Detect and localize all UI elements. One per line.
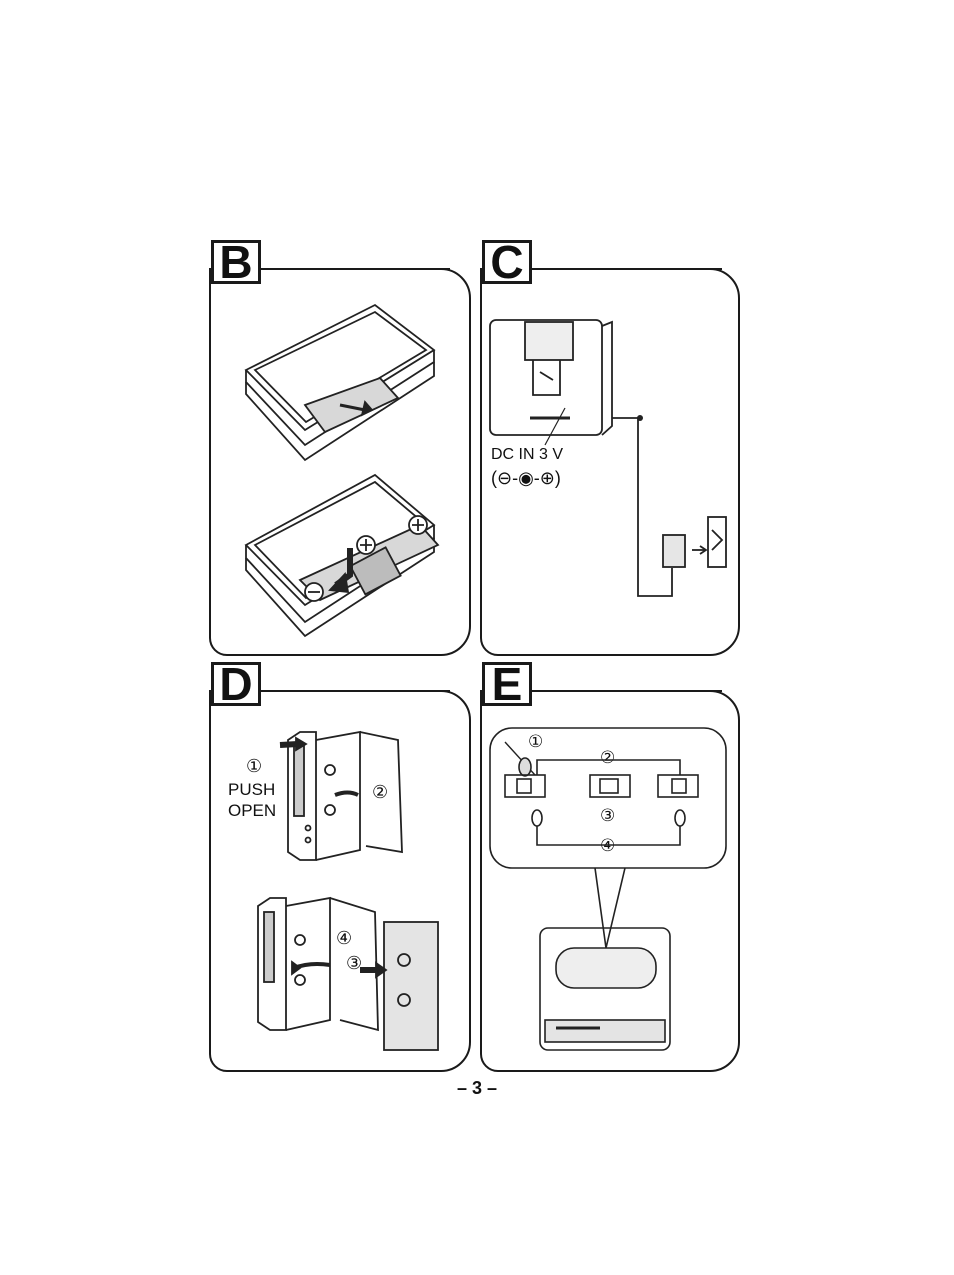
- pinch-roller-right-icon: [675, 810, 685, 826]
- head-detail-callout: [490, 728, 726, 868]
- cotton-swab-icon: [519, 758, 531, 776]
- pinch-roller-left-icon: [532, 810, 542, 826]
- page-number: – 3 –: [0, 1078, 954, 1099]
